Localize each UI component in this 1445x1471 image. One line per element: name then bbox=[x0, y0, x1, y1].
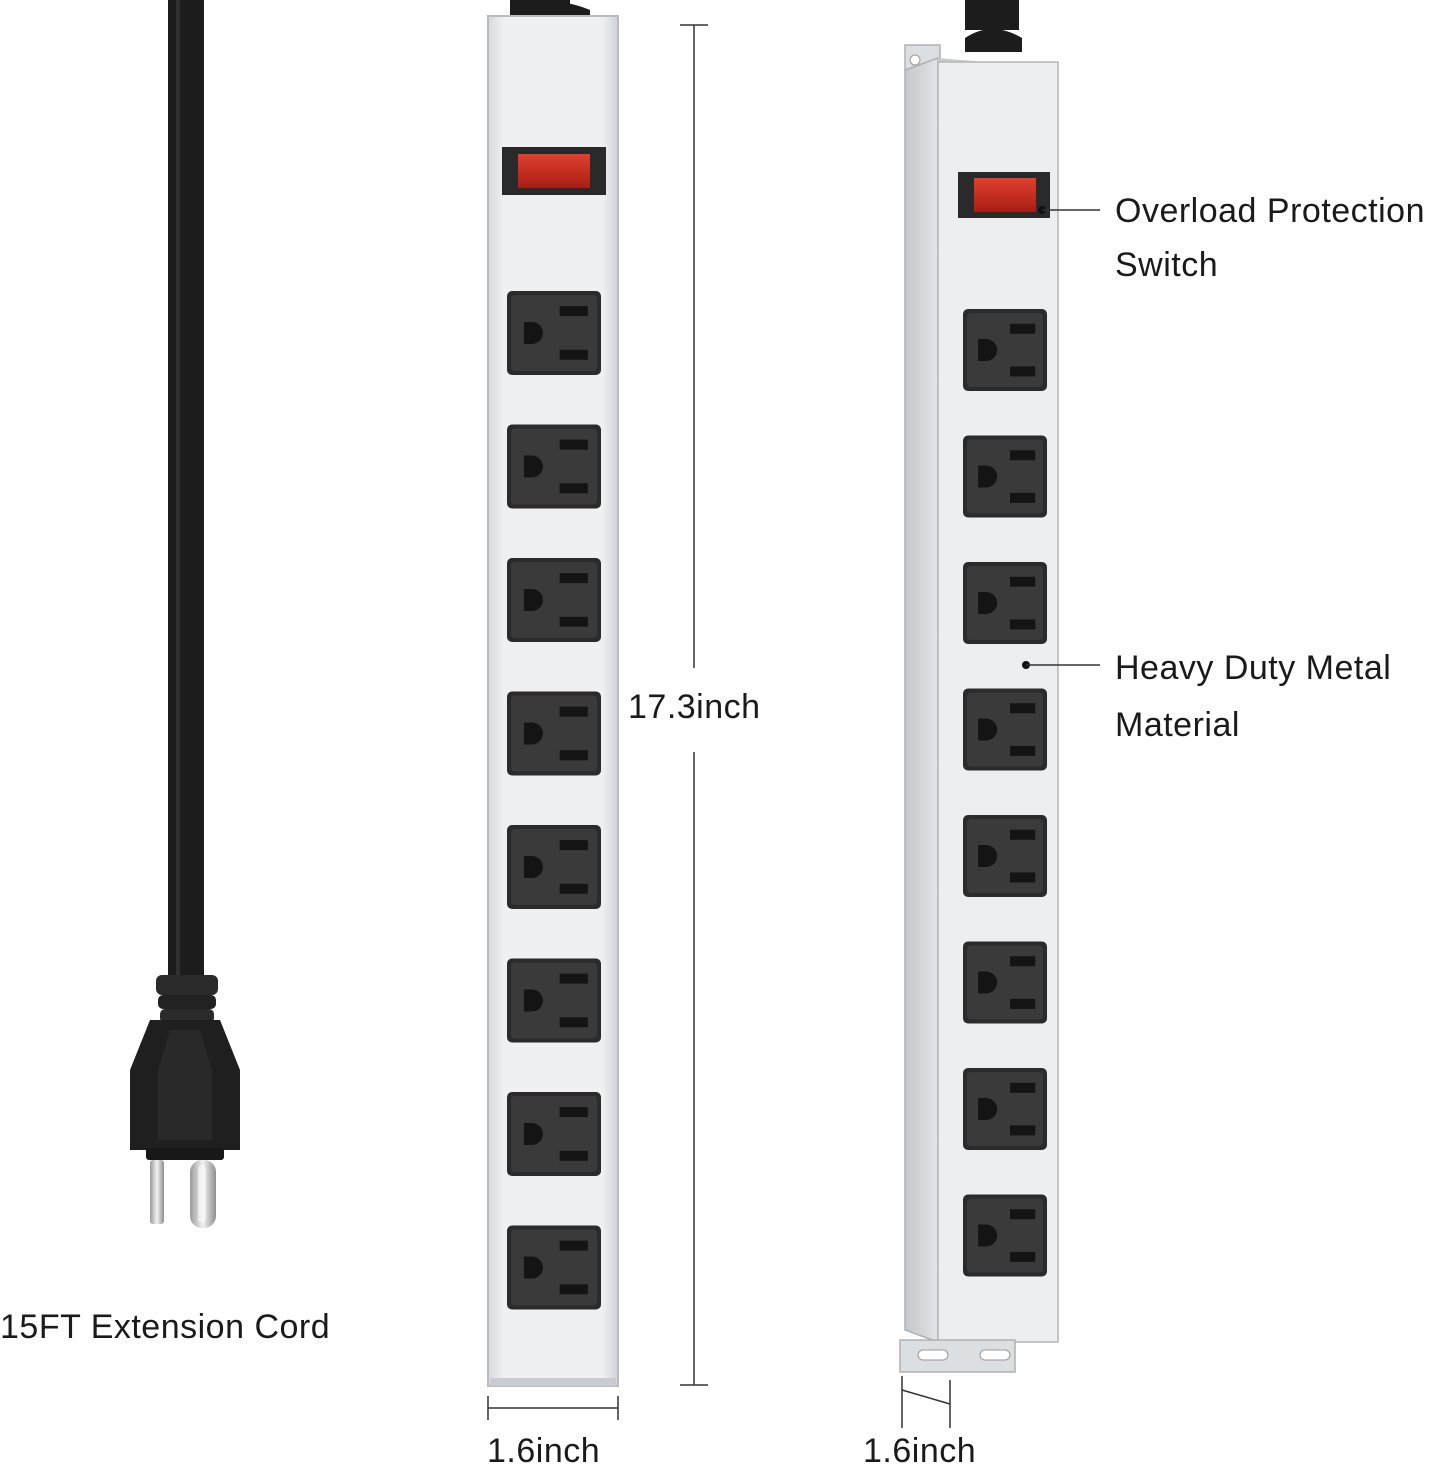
front-outlet bbox=[507, 291, 601, 375]
front-outlet bbox=[507, 424, 601, 509]
front-outlet bbox=[507, 825, 601, 909]
front-outlet bbox=[507, 558, 601, 642]
switch-label-line1: Overload Protection bbox=[1115, 192, 1425, 230]
material-label-line1: Heavy Duty Metal bbox=[1115, 649, 1392, 687]
front-outlet bbox=[507, 691, 601, 776]
side-width-label: 1.6inch bbox=[863, 1432, 977, 1470]
side-outlet bbox=[963, 1194, 1047, 1277]
power-strip-side bbox=[899, 0, 1059, 1373]
power-strip-front bbox=[487, 0, 619, 1387]
side-outlet bbox=[963, 562, 1047, 644]
front-switch bbox=[502, 147, 606, 195]
front-outlets bbox=[507, 291, 601, 1310]
side-switch bbox=[958, 172, 1050, 218]
side-outlet bbox=[963, 309, 1047, 391]
material-callout bbox=[1022, 661, 1100, 669]
switch-label-line2: Switch bbox=[1115, 246, 1219, 284]
front-width-dimension bbox=[487, 1396, 619, 1420]
side-outlet bbox=[963, 435, 1047, 518]
side-width-dimension bbox=[901, 1376, 951, 1428]
side-outlet bbox=[963, 941, 1047, 1024]
front-width-label: 1.6inch bbox=[487, 1432, 601, 1470]
extension-cord bbox=[168, 0, 204, 990]
side-outlet bbox=[963, 1068, 1047, 1150]
front-outlet bbox=[507, 958, 601, 1043]
side-outlet bbox=[963, 815, 1047, 897]
cord-length-label: 15FT Extension Cord bbox=[0, 1308, 331, 1346]
switch-callout bbox=[1038, 206, 1100, 214]
front-outlet bbox=[507, 1225, 601, 1310]
material-label-line2: Material bbox=[1115, 706, 1240, 744]
plug bbox=[130, 975, 240, 1228]
height-label: 17.3inch bbox=[628, 688, 761, 726]
front-outlet bbox=[507, 1092, 601, 1176]
height-dimension bbox=[680, 24, 708, 1386]
side-outlet bbox=[963, 688, 1047, 771]
side-outlets bbox=[963, 309, 1047, 1277]
